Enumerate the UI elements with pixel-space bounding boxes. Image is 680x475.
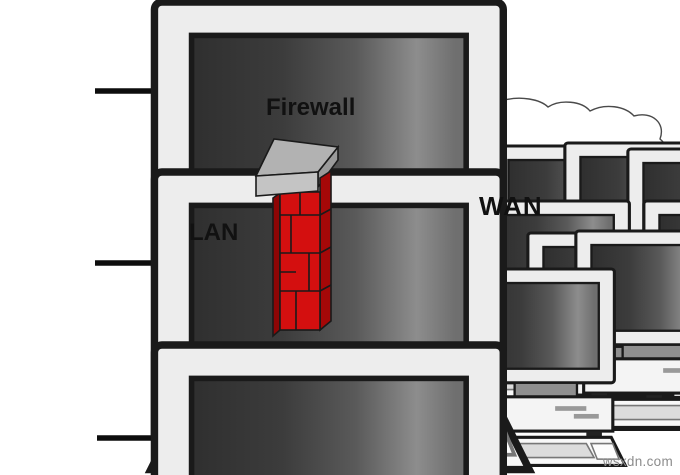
firewall-icon xyxy=(254,138,340,338)
firewall-brick-mortar-lines xyxy=(280,192,332,330)
wan-label: WAN xyxy=(479,191,543,221)
lan-label: LAN xyxy=(189,219,239,246)
lan-pc-3 xyxy=(149,344,531,475)
firewall-brick-left-face xyxy=(272,191,281,338)
watermark-text: wsxdn.com xyxy=(602,454,673,469)
firewall-cap-front xyxy=(255,171,319,197)
firewall-label: Firewall xyxy=(266,94,356,121)
